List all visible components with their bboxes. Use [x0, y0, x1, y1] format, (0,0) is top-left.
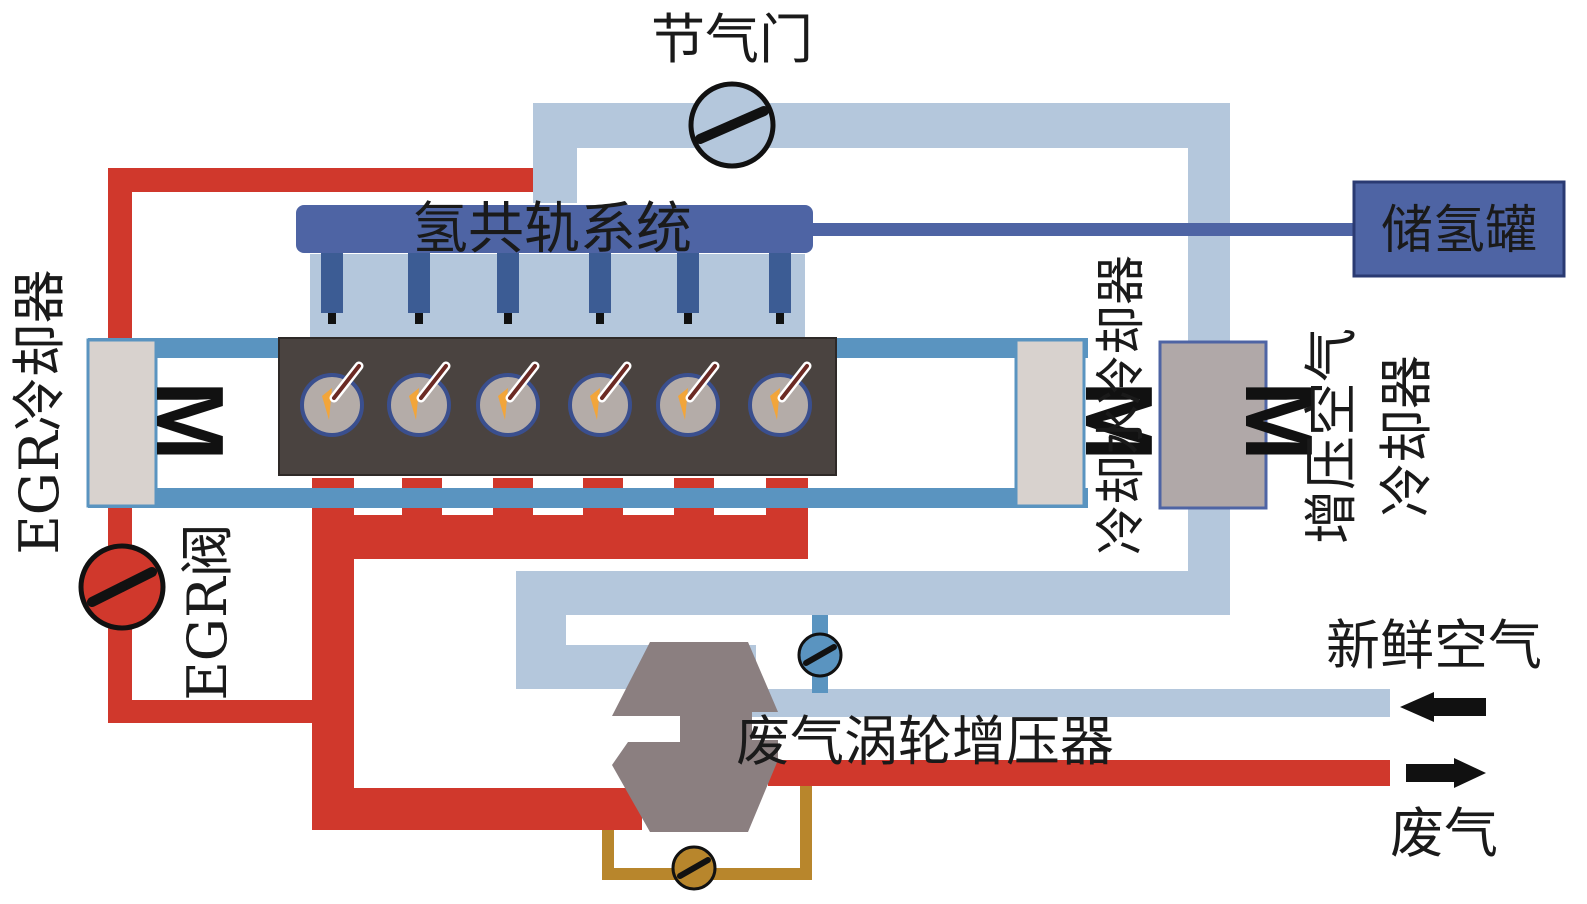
common-rail-label: 氢共轨系统 [412, 197, 692, 262]
egr-cooler-label: EGR冷却器 [8, 269, 71, 554]
cylinders [300, 361, 812, 437]
water-cooler-m-symbol: M [1065, 381, 1172, 461]
fresh-air-label: 新鲜空气 [1326, 614, 1542, 677]
turbocharger: 废气涡轮增压器 [600, 642, 1114, 832]
charge-air-cooler: M [1158, 340, 1332, 510]
injector [497, 253, 519, 324]
coolant-loop-gaps [156, 358, 1016, 488]
cylinder [300, 361, 364, 437]
injector [589, 253, 611, 324]
water-cooler-label: 冷却水冷却器 [1092, 255, 1150, 555]
common-rail: 氢共轨系统 [296, 197, 813, 262]
compressor-bypass-valve [797, 615, 843, 693]
cylinder [476, 361, 540, 437]
throttle-valve: 节气门 [651, 8, 813, 169]
injector [769, 253, 791, 324]
fresh-air-arrow-icon [1400, 692, 1486, 722]
exhaust-label: 废气 [1390, 802, 1498, 865]
egr-cooler: M [86, 338, 243, 508]
injector [408, 253, 430, 324]
charge-cooler-label-line2: 冷却器 [1375, 355, 1438, 517]
cylinder [656, 361, 720, 437]
charge-air-cooler-m-symbol: M [1225, 381, 1332, 461]
hydrogen-tank-label: 储氢罐 [1381, 201, 1537, 261]
injectors [321, 253, 791, 324]
turbo-label: 废气涡轮增压器 [736, 710, 1114, 773]
engine-block [278, 337, 837, 476]
egr-valve [78, 543, 166, 631]
wastegate-valve [671, 845, 717, 891]
turbo-shaft-gap [600, 716, 680, 742]
exhaust-arrow-icon [1406, 758, 1486, 788]
egr-valve-label: EGR阀 [176, 523, 239, 700]
hydrogen-line [805, 223, 1355, 236]
injector [321, 253, 343, 324]
water-cooler: M [1014, 338, 1172, 508]
cylinder [748, 361, 812, 437]
cylinder [387, 361, 451, 437]
throttle-label: 节气门 [651, 8, 813, 71]
injector [677, 253, 699, 324]
cylinder [568, 361, 632, 437]
egr-cooler-m-symbol: M [136, 381, 243, 461]
charge-cooler-label-line1: 增压空气 [1300, 328, 1363, 544]
hydrogen-tank: 储氢罐 [1352, 180, 1566, 278]
